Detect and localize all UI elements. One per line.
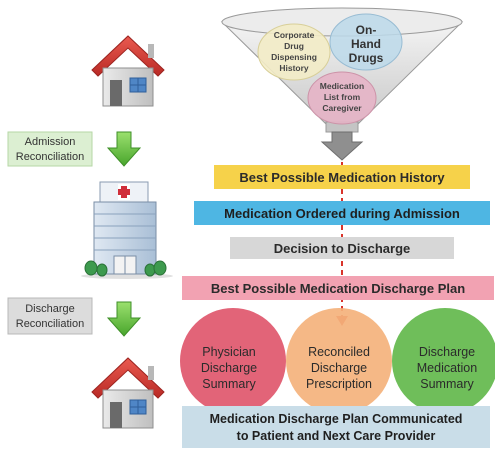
medication-list-caregiver-oval: Medication List from Caregiver [307, 71, 377, 125]
onhand-line3: Drugs [349, 51, 384, 65]
admission-line2: Reconciliation [16, 151, 84, 163]
final-communication-box: Medication Discharge Plan Communicated t… [182, 406, 490, 448]
corporate-line1: Corporate [274, 30, 315, 40]
reconciled-prescription-circle: Reconciled Discharge Prescription [286, 308, 392, 414]
step-bpmh-label: Best Possible Medication History [239, 170, 445, 185]
physician-line1: Physician [202, 345, 256, 359]
discharge-med-line1: Discharge [419, 345, 475, 359]
final-line2: to Patient and Next Care Provider [237, 429, 436, 443]
step-decision: Decision to Discharge [230, 237, 454, 259]
step-plan: Best Possible Medication Discharge Plan [182, 276, 494, 300]
discharge-medication-circle: Discharge Medication Summary [392, 308, 495, 414]
step-decision-label: Decision to Discharge [274, 241, 411, 256]
reconciled-line1: Reconciled [308, 345, 370, 359]
discharge-line2: Reconciliation [16, 318, 84, 330]
down-arrow-icon [106, 301, 142, 337]
medlist-line2: List from [324, 92, 361, 102]
discharge-med-line3: Summary [420, 377, 474, 391]
admission-line1: Admission [25, 136, 76, 148]
onhand-line2: Hand [351, 37, 381, 51]
reconciled-line3: Prescription [306, 377, 372, 391]
step-bpmh: Best Possible Medication History [214, 165, 470, 189]
corporate-line3: Dispensing [271, 52, 317, 62]
home-top-icon [91, 35, 165, 107]
corporate-line4: History [279, 63, 309, 73]
home-bottom-icon [91, 357, 165, 429]
physician-line2: Discharge [201, 361, 257, 375]
step-plan-label: Best Possible Medication Discharge Plan [211, 281, 465, 296]
reconciled-line2: Discharge [311, 361, 367, 375]
hospital-icon [81, 181, 173, 279]
on-hand-drugs-oval: On- Hand Drugs [329, 13, 403, 71]
physician-line3: Summary [202, 377, 256, 391]
physician-summary-circle: Physician Discharge Summary [180, 308, 286, 414]
admission-reconciliation-label: Admission Reconciliation [7, 131, 93, 167]
discharge-reconciliation-label: Discharge Reconciliation [7, 297, 93, 335]
discharge-line1: Discharge [25, 303, 75, 315]
medlist-line3: Caregiver [322, 103, 362, 113]
onhand-line1: On- [356, 23, 377, 37]
corporate-drug-history-oval: Corporate Drug Dispensing History [257, 23, 331, 81]
medlist-line1: Medication [320, 81, 364, 91]
discharge-med-line2: Medication [417, 361, 477, 375]
down-arrow-icon [106, 131, 142, 167]
step-ordered: Medication Ordered during Admission [194, 201, 490, 225]
final-line1: Medication Discharge Plan Communicated [210, 412, 463, 426]
corporate-line2: Drug [284, 41, 304, 51]
step-ordered-label: Medication Ordered during Admission [224, 206, 460, 221]
down-arrow-icon [320, 131, 364, 161]
